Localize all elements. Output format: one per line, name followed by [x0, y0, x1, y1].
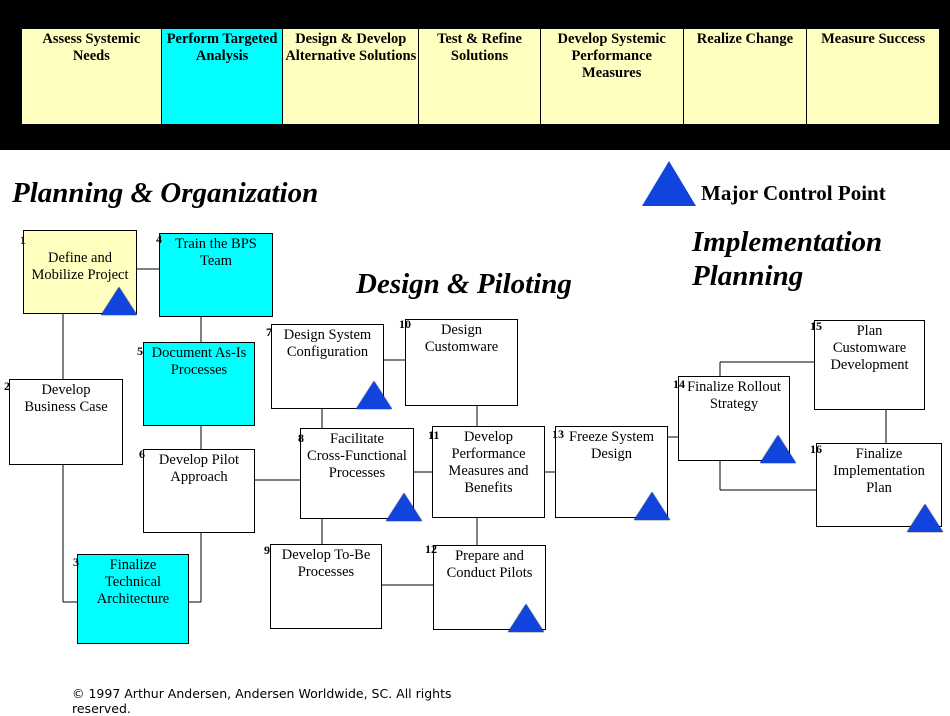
phase-3: Design & Develop Alternative Solutions	[283, 29, 420, 125]
task-number-11: 11	[428, 428, 440, 442]
major-control-point-legend-icon	[642, 161, 696, 206]
task-number-8: 8	[298, 431, 304, 445]
task-number-10: 10	[399, 317, 411, 331]
heading-implementation-planning: Implementation Planning	[692, 226, 883, 292]
task-number-12: 12	[425, 542, 437, 556]
phase-1: Assess Systemic Needs	[22, 29, 162, 125]
heading-planning-organization: Planning & Organization	[12, 177, 319, 209]
task-number-1: 1	[20, 233, 26, 247]
control-point-triangle-icon	[907, 504, 943, 532]
task-number-16: 16	[810, 442, 822, 456]
control-point-triangle-icon	[386, 493, 422, 521]
task-box-8: Facilitate Cross-Functional Processes	[300, 428, 414, 519]
task-number-4: 4	[156, 232, 162, 246]
control-point-triangle-icon	[356, 381, 392, 409]
task-number-5: 5	[137, 344, 143, 358]
task-box-9: Develop To-Be Processes	[270, 544, 382, 629]
task-box-15: Plan Customware Development	[814, 320, 925, 410]
copyright-notice: © 1997 Arthur Andersen, Andersen Worldwi…	[72, 686, 452, 716]
phase-5: Develop Systemic Performance Measures	[540, 29, 684, 125]
task-box-11: Develop Performance Measures and Benefit…	[432, 426, 545, 518]
task-box-14: Finalize Rollout Strategy	[678, 376, 790, 461]
task-number-9: 9	[264, 543, 270, 557]
task-number-2: 2	[4, 379, 10, 393]
control-point-triangle-icon	[760, 435, 796, 463]
task-number-6: 6	[139, 447, 145, 461]
task-number-15: 15	[810, 319, 822, 333]
task-number-13: 13	[552, 427, 564, 441]
phase-7: Measure Success	[807, 29, 939, 125]
phase-6: Realize Change	[683, 29, 808, 125]
task-number-14: 14	[673, 377, 685, 391]
control-point-triangle-icon	[101, 287, 137, 315]
task-box-3: Finalize Technical Architecture	[77, 554, 189, 644]
task-box-5: Document As-Is Processes	[143, 342, 255, 426]
task-box-6: Develop Pilot Approach	[143, 449, 255, 533]
legend-label: Major Control Point	[701, 181, 886, 205]
control-point-triangle-icon	[634, 492, 670, 520]
task-number-3: 3	[73, 555, 79, 569]
phase-2: Perform Targeted Analysis	[161, 29, 284, 125]
control-point-triangle-icon	[508, 604, 544, 632]
heading-design-piloting: Design & Piloting	[356, 268, 572, 300]
phase-4: Test & Refine Solutions	[419, 29, 541, 125]
task-box-10: Design Customware	[405, 319, 518, 406]
task-box-4: Train the BPS Team	[159, 233, 273, 317]
task-box-2: Develop Business Case	[9, 379, 123, 465]
task-number-7: 7	[266, 325, 272, 339]
